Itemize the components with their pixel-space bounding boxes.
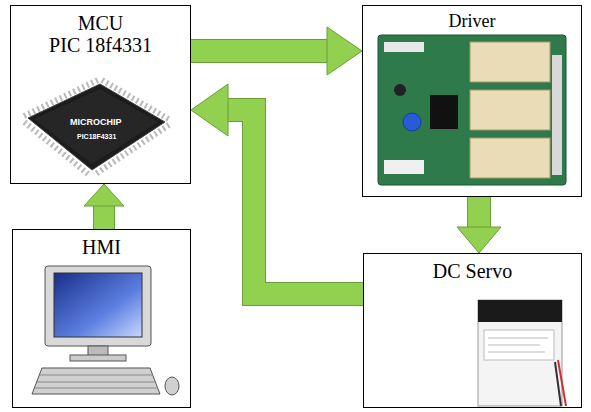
block-subtitle: PIC 18f4331 [49, 34, 152, 56]
block-title: HMI [82, 236, 121, 258]
block-arrow [191, 84, 363, 294]
arrow-shaft-outline [228, 110, 363, 294]
block-arrow [457, 197, 501, 253]
chip-illustration [23, 80, 170, 175]
arrow-shaft [228, 110, 363, 294]
block-box: DC Servo [363, 253, 582, 408]
arrow-shaft [468, 197, 490, 227]
block-title: MCU [78, 12, 124, 34]
chip-marking: PIC18F4331 [77, 133, 116, 140]
arrow-head [191, 84, 228, 136]
block-title: Driver [449, 12, 496, 32]
arrow-shaft [191, 40, 327, 62]
chip-marking: MICROCHIP [70, 118, 122, 127]
arrow-shaft-outline [467, 197, 491, 227]
block-box: MCUPIC 18f4331 [10, 5, 191, 184]
arrow-head [84, 184, 124, 206]
computer-illustration [32, 266, 179, 395]
arrow-head [327, 27, 362, 75]
block-box: Driver [362, 5, 582, 197]
block-arrow [191, 27, 362, 75]
block-arrow [84, 184, 124, 229]
block-title: DC Servo [433, 260, 512, 282]
servo-motor-illustration [478, 300, 566, 406]
block-box: HMI [12, 229, 191, 408]
arrow-shaft [94, 206, 114, 229]
arrow-head [457, 227, 501, 253]
arrow-shaft-outline [191, 39, 327, 63]
driver-board-illustration [378, 35, 566, 185]
arrow-shaft-outline [93, 206, 115, 229]
